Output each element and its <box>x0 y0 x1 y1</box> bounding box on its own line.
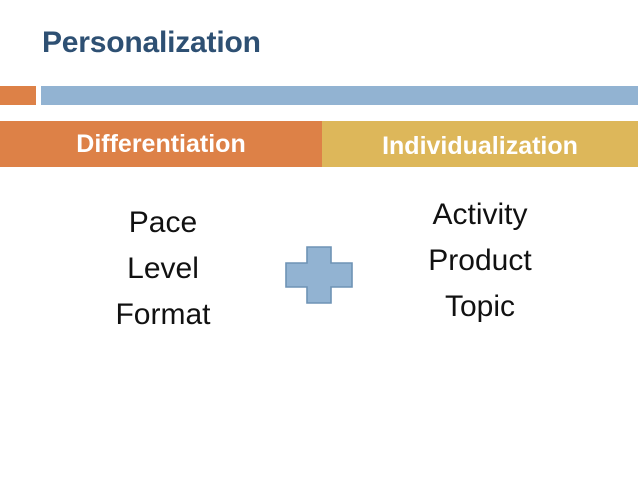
term-column-left: Pace Level Format <box>63 200 263 338</box>
divider-bar <box>41 86 638 105</box>
term-item: Level <box>127 252 199 285</box>
page-title: Personalization <box>42 26 261 59</box>
term-item: Topic <box>444 290 516 323</box>
title-divider <box>0 86 638 105</box>
plus-cross-icon <box>285 246 353 304</box>
divider-accent-block <box>0 86 36 105</box>
band-label-differentiation: Differentiation <box>76 129 246 158</box>
category-band: Differentiation Individualization <box>0 121 638 167</box>
band-segment-differentiation: Differentiation <box>0 121 322 167</box>
term-item: Product <box>428 244 532 277</box>
term-item: Format <box>115 298 211 331</box>
term-item: Activity <box>432 198 528 231</box>
term-item: Pace <box>128 206 198 239</box>
band-segment-individualization: Individualization <box>322 121 638 167</box>
band-label-individualization: Individualization <box>382 131 578 160</box>
term-column-right: Activity Product Topic <box>380 192 580 330</box>
